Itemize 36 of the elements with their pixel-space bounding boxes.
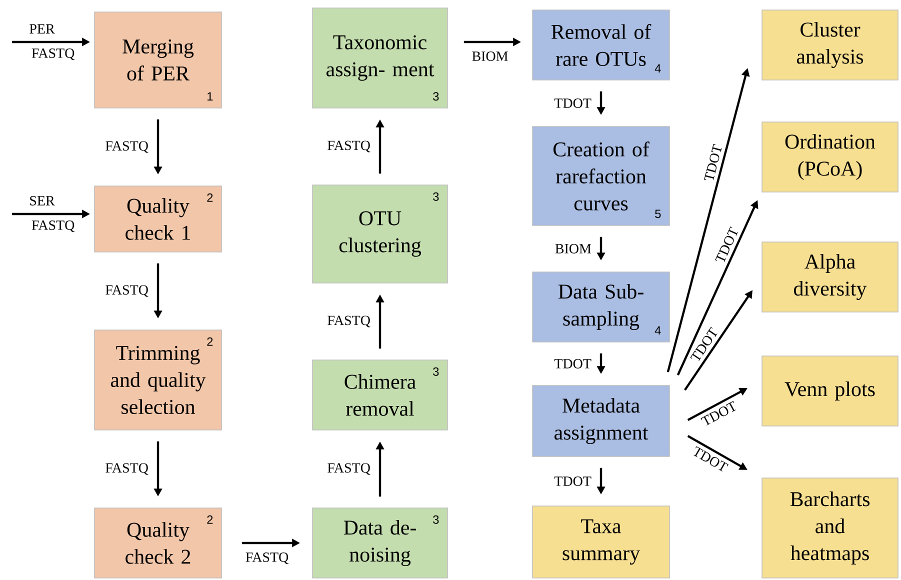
process-box: Venn plots [762,356,898,426]
process-box: Quality check 1 2 [94,186,222,252]
edge-label: FASTQ [328,316,370,328]
process-box: Ordination (PCoA) [762,122,898,192]
process-box: Merging of PER 1 [94,12,222,108]
process-box: Data Sub- sampling 4 [532,272,670,342]
edge-label: FASTQ [32,220,74,232]
input-label: PER [30,24,55,34]
edge-label: TDOT [704,144,722,180]
process-box: Metadata assignment [532,385,670,457]
edge-label: FASTQ [328,140,370,152]
process-box: Cluster analysis [762,10,898,80]
process-box: Quality check 2 2 [94,508,222,578]
edge-label: FASTQ [32,48,74,60]
edge-label: TDOT [554,98,592,108]
edge-label: FASTQ [106,463,148,475]
edge-label: TDOT [715,226,738,262]
edge-label: BIOM [472,52,508,61]
process-box: Chimera removal 3 [312,360,448,430]
edge-label: FASTQ [106,285,148,297]
edge-label: BIOM [555,244,592,254]
process-box: Barcharts and heatmaps [762,478,898,578]
edge-label: TDOT [554,359,592,368]
edge-label: FASTQ [106,141,148,153]
edge-label: FASTQ [328,463,370,475]
edge-label: TDOT [554,476,592,486]
process-box: Creation of rarefaction curves 5 [532,126,670,226]
process-box: Taxonomic assign- ment 3 [312,8,448,108]
process-box: Removal of rare OTUs 4 [532,10,670,80]
input-label: SER [30,196,55,206]
process-box: Trimming and quality selection 2 [94,330,222,430]
process-box: OTU clustering 3 [312,184,448,284]
process-box: Data de- noising 3 [312,508,448,578]
process-box: Taxa summary [532,506,670,578]
edge-label: FASTQ [246,552,288,564]
process-box: Alpha diversity [762,242,898,312]
